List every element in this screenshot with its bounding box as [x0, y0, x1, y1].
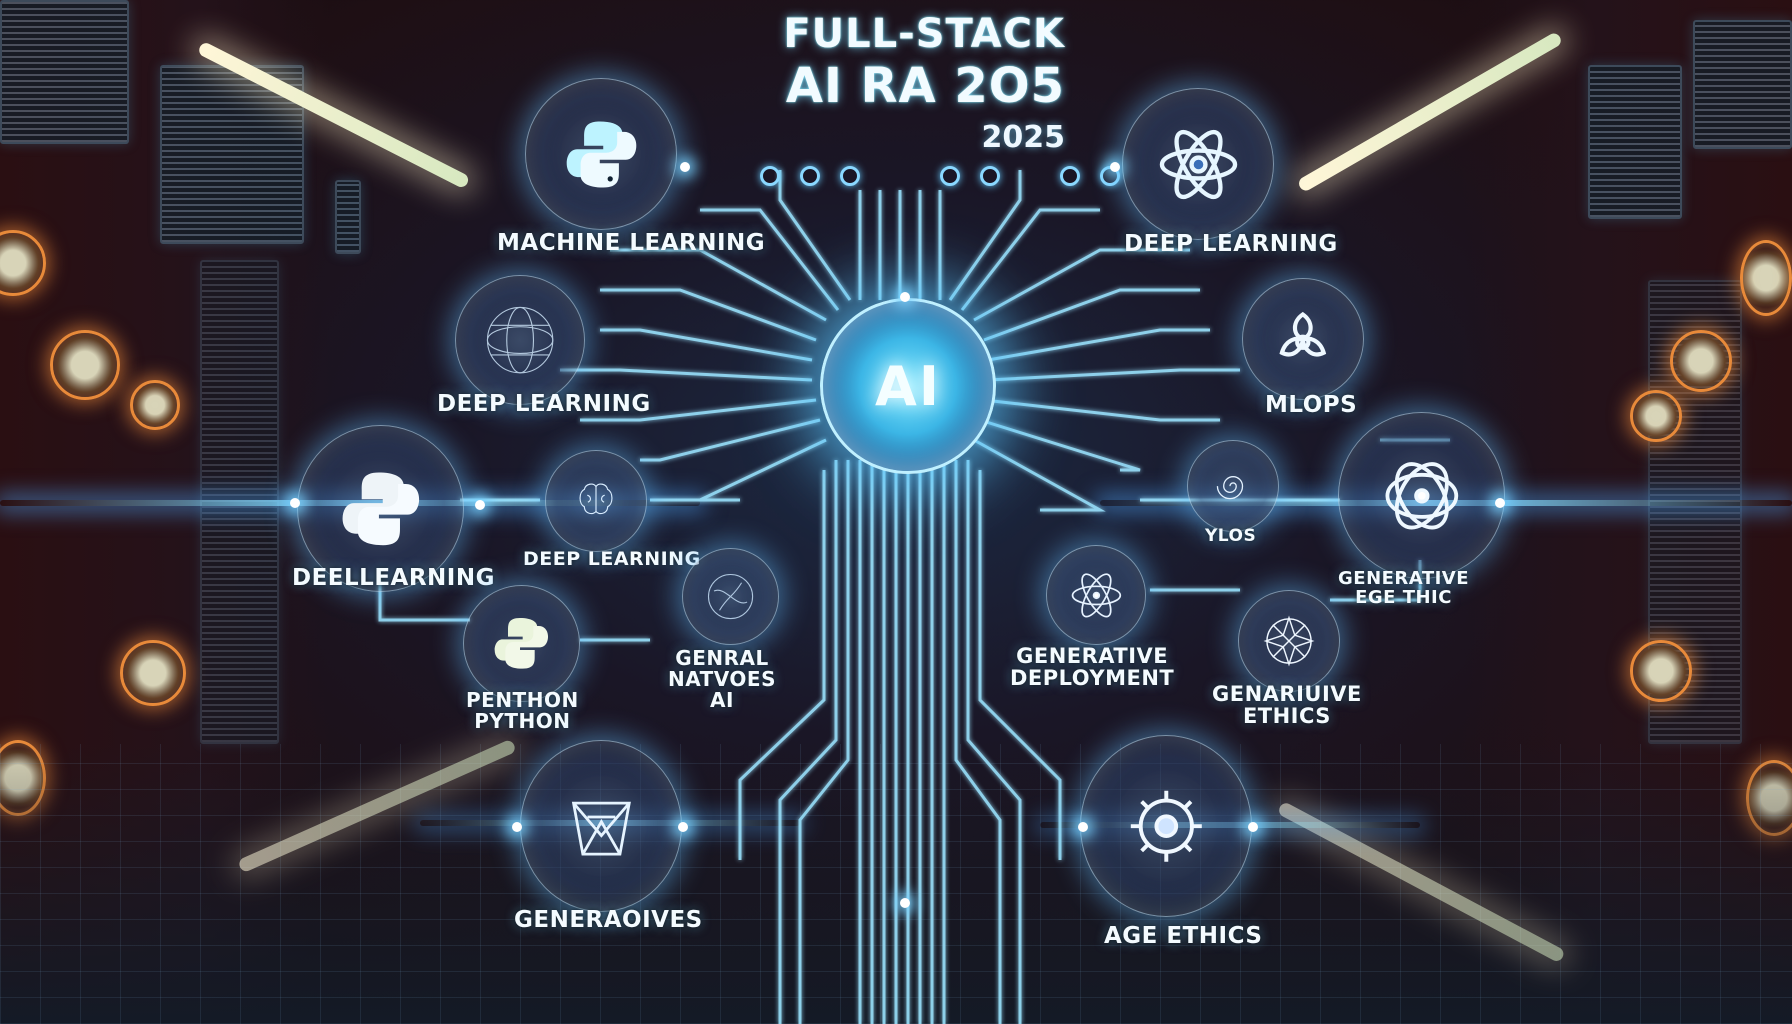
node-label-line: GENARIUIVE: [1212, 682, 1362, 706]
wall-screen: [0, 0, 129, 144]
node-label-line: GENERATIVE: [1338, 568, 1470, 589]
node-label-line: NATVOES: [668, 667, 777, 691]
node-label: GENERATIVE EGE THIC: [1338, 568, 1470, 608]
neural-sphere-icon: [486, 306, 554, 374]
circuit-terminal: [980, 166, 1000, 186]
spark: [1248, 822, 1258, 832]
circuit-terminal: [940, 166, 960, 186]
node-label-line: DEPLOYMENT: [1010, 666, 1175, 691]
node-python-lower: [463, 585, 580, 702]
spark: [680, 162, 690, 172]
circuit-terminal: [1060, 166, 1080, 186]
python-logo-icon: [566, 120, 636, 188]
node-label-line: EGE THIC: [1355, 586, 1452, 608]
orange-ring-light: [1630, 640, 1692, 702]
atom-icon: [1159, 129, 1237, 199]
node-atom-deploy: [1046, 545, 1146, 645]
node-biohazard: [1242, 278, 1364, 400]
node-label: DEEP LEARNING: [1124, 231, 1338, 257]
node-label: DEEP LEARNING: [523, 548, 701, 570]
node-geometric-mesh: [520, 740, 682, 912]
orange-ring-light: [1740, 240, 1792, 316]
circuit-terminal: [800, 166, 820, 186]
gear-eye-icon: [1130, 790, 1202, 862]
brain-icon: [579, 483, 613, 515]
wall-screen: [1693, 20, 1792, 149]
node-spiral: [1187, 440, 1279, 532]
star-burst-icon: [1263, 615, 1315, 667]
biohazard-icon: [1279, 312, 1327, 357]
spark: [290, 498, 300, 508]
circuit-terminal-row: [760, 166, 1120, 186]
node-python-left: [297, 425, 464, 592]
node-neural-sphere: [455, 275, 585, 405]
ai-core-node: AI: [820, 298, 996, 474]
title-line-2: AI RA 2O5: [785, 58, 1065, 114]
title-year: 2025: [981, 120, 1066, 155]
atom-icon: [1071, 572, 1121, 618]
node-python-top: [525, 78, 677, 230]
orange-ring-light: [120, 640, 186, 706]
spark: [1110, 162, 1120, 172]
spark: [1078, 822, 1088, 832]
geometric-mesh-icon: [571, 801, 631, 856]
node-label: MACHINE LEARNING: [497, 230, 766, 256]
node-label-line: PENTHON: [466, 688, 579, 712]
python-logo-icon: [494, 618, 549, 669]
node-sphere-center: [682, 548, 779, 645]
orbit-icon: [1385, 461, 1458, 530]
node-atom-top: [1122, 88, 1274, 240]
spark: [1495, 498, 1505, 508]
node-orbit: [1338, 412, 1505, 579]
node-label: GENRAL NATVOES AI: [668, 648, 776, 711]
ai-core-label: AI: [875, 354, 941, 418]
orange-ring-light: [1670, 330, 1732, 392]
neural-sphere-icon: [707, 573, 754, 620]
node-label: GENARIUIVE ETHICS: [1212, 683, 1362, 727]
node-label: DEELLEARNING: [292, 565, 495, 591]
node-label: GENERAOIVES: [514, 907, 703, 933]
title-line-1: FULL-STACK: [783, 11, 1065, 57]
orange-ring-light: [50, 330, 120, 400]
spark: [475, 500, 485, 510]
wall-screen: [335, 180, 361, 254]
python-logo-icon: [342, 472, 419, 545]
node-label: YLOS: [1205, 526, 1257, 546]
spark: [678, 822, 688, 832]
node-label: AGE ETHICS: [1104, 923, 1263, 949]
node-label: MLOPS: [1265, 392, 1358, 418]
node-label-line: GENRAL: [675, 646, 769, 670]
node-label: DEEP LEARNING: [437, 391, 651, 417]
node-label: GENERATIVE DEPLOYMENT: [1010, 645, 1174, 689]
spark: [900, 292, 910, 302]
circuit-terminal: [760, 166, 780, 186]
node-label-line: AI: [710, 688, 734, 712]
poster-title: FULL-STACK AI RA 2O5 2025: [720, 14, 1065, 155]
circuit-terminal: [840, 166, 860, 186]
spiral-icon: [1216, 475, 1244, 500]
node-label: PENTHON PYTHON: [466, 690, 579, 732]
wall-screen: [1588, 65, 1682, 219]
spark: [900, 898, 910, 908]
node-label-line: GENERATIVE: [1016, 644, 1169, 668]
node-label-line: PYTHON: [474, 709, 571, 733]
node-gear-eye: [1080, 735, 1252, 917]
orange-ring-light: [130, 380, 180, 430]
node-star-burst: [1238, 590, 1340, 692]
node-brain: [545, 450, 647, 552]
spark: [512, 822, 522, 832]
node-label-line: ETHICS: [1242, 704, 1331, 729]
orange-ring-light: [1630, 390, 1682, 442]
